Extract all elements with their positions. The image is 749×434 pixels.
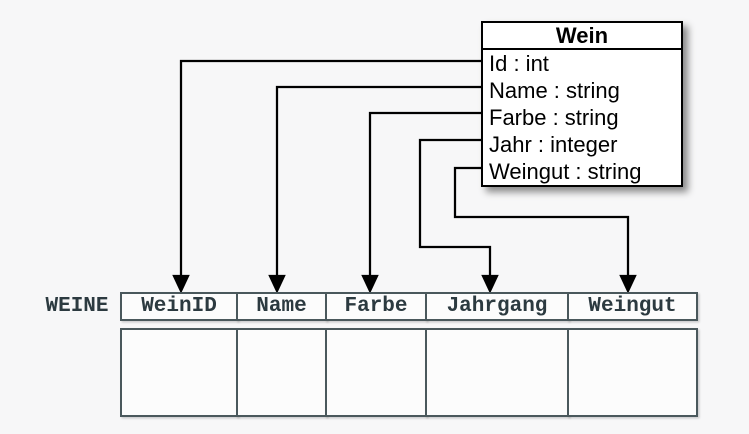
column-header-jahrgang: Jahrgang: [425, 292, 569, 321]
empty-cell-name: [236, 328, 327, 417]
column-header-weingut: Weingut: [567, 292, 698, 321]
empty-cell-weinid: [120, 328, 238, 417]
class-attribute-jahr: Jahr : integer: [489, 132, 618, 157]
uml-class-title: Wein: [483, 23, 681, 50]
arrowhead-farbe: [361, 274, 379, 294]
class-attribute-id: Id : int: [489, 51, 549, 76]
table-header-row: WeinID Name Farbe Jahrgang Weingut: [120, 292, 698, 321]
table-body-row: [120, 328, 698, 417]
column-header-weinid: WeinID: [120, 292, 238, 321]
class-attribute-name: Name : string: [489, 78, 620, 103]
column-header-name: Name: [236, 292, 327, 321]
uml-class-wein: Wein Id : int Name : string Farbe : stri…: [481, 21, 683, 187]
arrowhead-name: [268, 274, 286, 294]
connector-name-to-name: [268, 85, 481, 294]
connector-jahr-to-jahrgang: [418, 138, 499, 294]
empty-cell-weingut: [567, 328, 698, 417]
arrowhead-jahrgang: [481, 274, 499, 294]
arrowhead-weingut: [619, 274, 637, 294]
column-header-farbe: Farbe: [325, 292, 427, 321]
arrowhead-weinid: [172, 274, 190, 294]
empty-cell-jahrgang: [425, 328, 569, 417]
uml-class-attribute-list: Id : int Name : string Farbe : string Ja…: [483, 50, 681, 185]
connector-id-to-weinid: [172, 59, 481, 294]
empty-cell-farbe: [325, 328, 427, 417]
class-attribute-farbe: Farbe : string: [489, 105, 619, 130]
connector-farbe-to-farbe: [361, 111, 481, 294]
table-name-label: WEINE: [45, 295, 109, 318]
class-attribute-weingut: Weingut : string: [489, 159, 642, 184]
connector-weingut-to-weingut: [453, 166, 637, 294]
